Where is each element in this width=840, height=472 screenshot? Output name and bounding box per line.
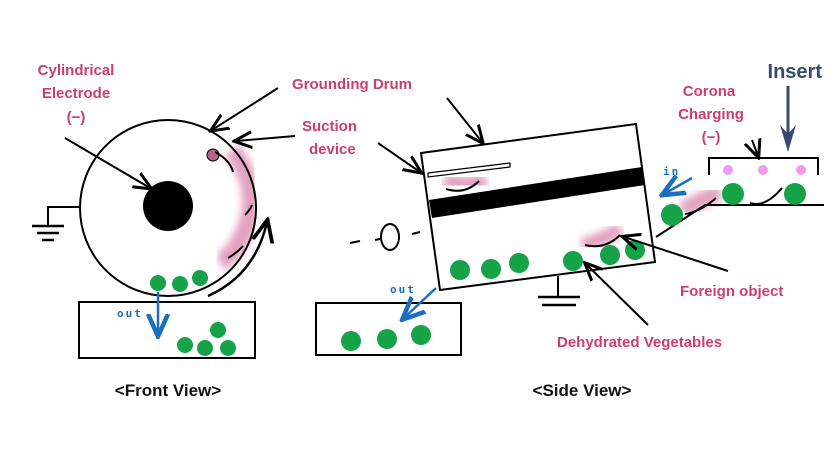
- vegetable: [192, 270, 208, 286]
- grounding-drum-label: Grounding Drum: [292, 76, 412, 93]
- foreign-object-glow: [678, 184, 723, 218]
- vegetable: [210, 322, 226, 338]
- foreign-object: [749, 187, 783, 205]
- grounding-drum-side: [419, 122, 657, 292]
- collection-box: [78, 301, 256, 359]
- foreign-object: [214, 151, 234, 173]
- suction-tube: [427, 162, 511, 178]
- foreign-object-glow: [215, 144, 261, 271]
- suction-device-label-1: Suction: [302, 118, 357, 135]
- infeed-conveyor: Corona Charging (−) Insert in: [655, 61, 824, 238]
- foreign-object-glow: [580, 222, 625, 252]
- cylindrical-electrode-side: [429, 167, 645, 218]
- cylindrical-electrode-label-3: (−): [67, 109, 86, 126]
- front-view: out <Front View>: [32, 119, 267, 400]
- vegetable: [600, 245, 620, 265]
- vegetable: [784, 183, 806, 205]
- rotation-arrow: [207, 222, 267, 298]
- front-view-caption: <Front View>: [115, 381, 222, 400]
- drum-pointer-arrow: [212, 87, 279, 130]
- foreign-object: [227, 245, 244, 259]
- cylindrical-electrode-label-2: Electrode: [42, 85, 110, 102]
- corona-charging-label-2: Charging: [678, 106, 744, 123]
- vegetable: [450, 260, 470, 280]
- vegetable: [341, 331, 361, 351]
- vegetable: [177, 337, 193, 353]
- corona-ion: [758, 165, 768, 175]
- vegetable: [722, 183, 744, 205]
- suction-pointer-arrow: [236, 136, 296, 141]
- vegetable: [377, 329, 397, 349]
- corona-charging-label-3: (−): [702, 129, 721, 146]
- vegetable: [411, 325, 431, 345]
- dehydrated-vegetables-label: Dehydrated Vegetables: [557, 334, 722, 351]
- insert-arrow-head: [780, 125, 796, 152]
- vegetable: [563, 251, 583, 271]
- ground-icon: [538, 295, 580, 307]
- corona-pointer-arrow: [752, 140, 758, 156]
- infeed-ramp: [655, 204, 824, 238]
- in-arrow: [664, 178, 693, 194]
- out-arrow: [404, 287, 437, 318]
- corona-charger: [708, 157, 819, 175]
- cylindrical-electrode: [143, 181, 193, 231]
- ground-wire: [47, 206, 80, 225]
- suction-device-label-2: device: [309, 141, 356, 158]
- vegetable: [481, 259, 501, 279]
- ground-icon: [32, 224, 64, 242]
- vegetable: [509, 253, 529, 273]
- foreign-object-pointer-arrow: [624, 237, 729, 272]
- suction-pointer-arrow-side: [377, 142, 420, 172]
- side-view-caption: <Side View>: [533, 381, 632, 400]
- foreign-object: [584, 234, 621, 248]
- corona-ion: [796, 165, 806, 175]
- foreign-object-glow: [442, 171, 490, 193]
- in-label: in: [663, 165, 680, 178]
- insert-label: Insert: [768, 61, 823, 83]
- out-label: out: [117, 307, 143, 320]
- cylindrical-electrode-label-1: Cylindrical: [38, 62, 115, 79]
- rotation-icon: [349, 223, 421, 251]
- vegetable: [197, 340, 213, 356]
- corona-charging-label-1: Corona: [683, 83, 736, 100]
- foreign-object: [244, 204, 253, 216]
- vegetable: [220, 340, 236, 356]
- foreign-object-label: Foreign object: [680, 283, 783, 300]
- collection-box-side: [315, 302, 462, 356]
- vegetable: [150, 275, 166, 291]
- suction-device-icon: [206, 148, 220, 162]
- vegetables-pointer-arrow: [586, 264, 649, 326]
- foreign-object: [445, 180, 480, 192]
- out-label: out: [390, 283, 416, 296]
- drum-pointer-arrow-side: [446, 97, 482, 142]
- side-view: out <Side View>: [315, 122, 657, 400]
- vegetable: [661, 204, 683, 226]
- electrode-pointer-arrow: [64, 137, 150, 188]
- foreign-object: [684, 197, 717, 215]
- vegetable: [172, 276, 188, 292]
- corona-ion: [723, 165, 733, 175]
